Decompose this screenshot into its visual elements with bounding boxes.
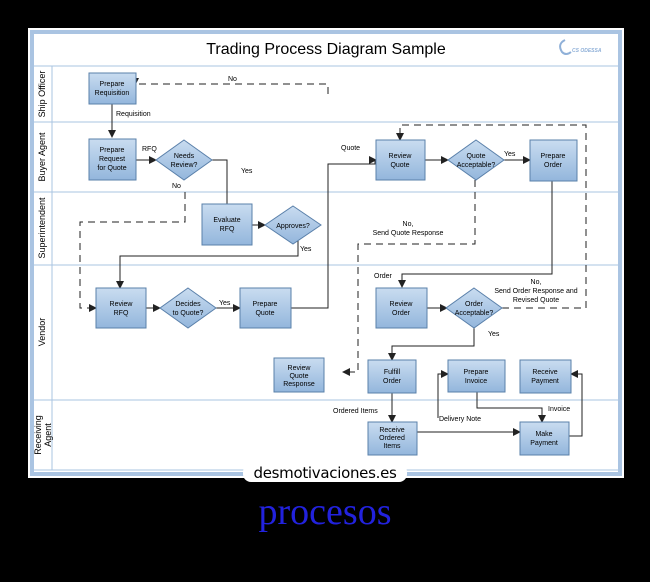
shape-review-quote xyxy=(375,139,426,181)
shape-receive-payment xyxy=(519,359,572,394)
lane-label-superintendent: Superintendent xyxy=(37,197,47,259)
label-rfq: RFQ xyxy=(142,146,157,153)
shape-review-order xyxy=(375,287,428,329)
label-ordered-items: Ordered Items xyxy=(333,408,378,415)
label-no-needs-review: No xyxy=(172,183,181,190)
watermark-text: desmotivaciones.es xyxy=(243,464,407,482)
diagram-title: Trading Process Diagram Sample xyxy=(206,41,446,58)
logo: CS ODESSA xyxy=(559,39,602,55)
caption: procesos xyxy=(258,491,392,533)
label-yes-decides: Yes xyxy=(219,300,231,307)
logo-text: CS ODESSA xyxy=(572,48,602,54)
connectors xyxy=(108,104,583,437)
swimlanes xyxy=(31,65,621,471)
shape-prepare-rfq xyxy=(88,138,137,181)
shape-prepare-order xyxy=(529,139,578,182)
label-invoice: Invoice xyxy=(548,406,570,413)
lane-label-vendor: Vendor xyxy=(37,318,47,347)
shape-quote-acceptable xyxy=(447,139,505,181)
label-yes-approves: Yes xyxy=(300,246,312,253)
diagram: Trading Process Diagram Sample CS ODESSA… xyxy=(30,30,622,476)
lane-label-receiving-agent: ReceivingAgent xyxy=(33,415,53,455)
label-yes-needs-review: Yes xyxy=(241,168,253,175)
shape-approves xyxy=(264,205,322,245)
watermark: desmotivaciones.es xyxy=(0,464,650,484)
lane-label-buyer-agent: Buyer Agent xyxy=(37,132,47,182)
shape-prepare-invoice xyxy=(447,359,506,393)
dashed-connectors xyxy=(79,78,587,376)
shape-prepare-quote xyxy=(239,287,292,329)
shape-receive-ordered-items xyxy=(367,421,418,456)
label-yes-quote-acceptable: Yes xyxy=(504,151,516,158)
shape-evaluate-rfq xyxy=(201,203,253,246)
label-no-top: No xyxy=(228,76,237,83)
shape-prepare-requisition xyxy=(88,72,137,105)
label-delivery-note: Delivery Note xyxy=(439,416,481,423)
label-quote: Quote xyxy=(341,145,360,152)
diagram-frame: Trading Process Diagram Sample CS ODESSA… xyxy=(28,28,624,478)
label-no-send-quote-response: No,Send Quote Response xyxy=(373,221,444,237)
shape-decides-to-quote xyxy=(159,287,217,329)
label-yes-order-acceptable: Yes xyxy=(488,331,500,338)
label-order: Order xyxy=(374,273,393,280)
shape-review-rfq xyxy=(95,287,147,329)
shape-fulfill-order xyxy=(367,359,417,394)
shape-order-acceptable xyxy=(445,287,503,329)
label-requisition: Requisition xyxy=(116,111,151,118)
shape-needs-review xyxy=(155,139,213,181)
lane-label-ship-officer: Ship Officer xyxy=(37,71,47,118)
shape-make-payment xyxy=(519,421,570,456)
shape-review-quote-response xyxy=(273,357,325,393)
text-approves: Approves? xyxy=(276,223,310,230)
